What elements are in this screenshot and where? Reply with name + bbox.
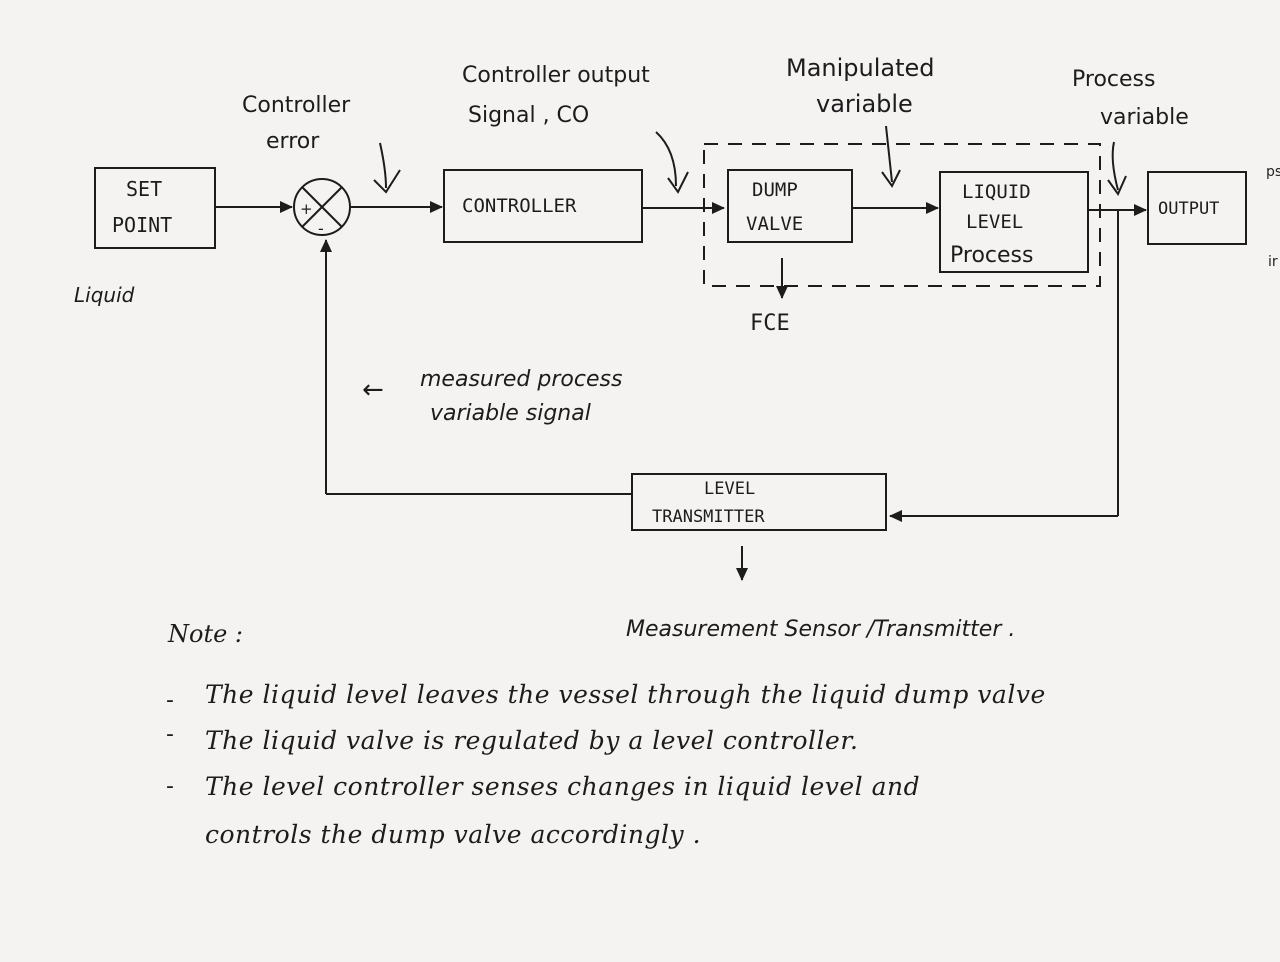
liquid-level-process-block [939, 171, 1089, 273]
process-line1: LIQUID [962, 181, 1031, 203]
note-bullet-1: The liquid level leaves the vessel throu… [205, 680, 1046, 709]
fce-label: FCE [750, 311, 790, 336]
measured-signal-line1: measured process [420, 367, 622, 392]
dump-valve-block [727, 169, 853, 243]
controller-block [443, 169, 643, 243]
output-label: OUTPUT [1158, 199, 1219, 219]
controller-output-label-line1: Controller output [462, 63, 650, 88]
measurement-sensor-label: Measurement Sensor /Transmitter . [626, 617, 1015, 642]
controller-error-label-line2: error [266, 129, 320, 154]
transmitter-line2: TRANSMITTER [652, 507, 765, 527]
measured-signal-line2: variable signal [430, 401, 591, 426]
measured-arrow: ← [362, 375, 384, 405]
edge-fragment-top: ps [1266, 164, 1280, 180]
set-point-line2: POINT [112, 213, 172, 237]
dump-valve-line2: VALVE [746, 213, 803, 235]
controller-error-pointer [379, 142, 387, 189]
pv-pointer-head [1107, 175, 1127, 197]
output-block [1147, 171, 1247, 245]
dump-valve-line1: DUMP [752, 179, 798, 201]
process-variable-label-line2: variable [1100, 105, 1189, 130]
summing-junction-cross-b [301, 186, 343, 228]
co-pointer [655, 131, 677, 187]
set-point-line1: SET [126, 177, 162, 201]
controller-error-label-line1: Controller [242, 93, 351, 118]
pv-pointer [1111, 141, 1119, 191]
manipulated-variable-label-line1: Manipulated [786, 54, 935, 82]
transmitter-line1: LEVEL [704, 479, 755, 499]
final-control-element-boundary [703, 143, 1101, 287]
bullet-dash-2: - [166, 722, 174, 747]
note-bullet-2: The liquid valve is regulated by a level… [205, 726, 859, 755]
level-transmitter-block [631, 473, 887, 531]
controller-error-pointer-head [373, 169, 401, 194]
liquid-label: Liquid [74, 283, 135, 307]
manipulated-pointer [885, 125, 893, 183]
manipulated-variable-label-line2: variable [816, 90, 913, 118]
manipulated-pointer-head [881, 169, 901, 188]
note-continuation: controls the dump valve accordingly . [205, 820, 702, 849]
summing-plus: + [300, 200, 313, 218]
controller-label: CONTROLLER [462, 195, 577, 217]
edge-fragment-mid: ir [1268, 254, 1278, 270]
process-line3: Process [950, 243, 1033, 268]
note-bullet-3: The level controller senses changes in l… [205, 772, 921, 801]
process-line2: LEVEL [966, 211, 1023, 233]
bullet-dash-1: - [166, 688, 174, 713]
bullet-dash-3: - [166, 774, 174, 799]
co-pointer-head [667, 171, 689, 194]
controller-output-label-line2: Signal , CO [468, 103, 589, 128]
note-title: Note : [168, 620, 244, 648]
process-variable-label-line1: Process [1072, 67, 1155, 92]
summing-minus: - [318, 219, 324, 238]
